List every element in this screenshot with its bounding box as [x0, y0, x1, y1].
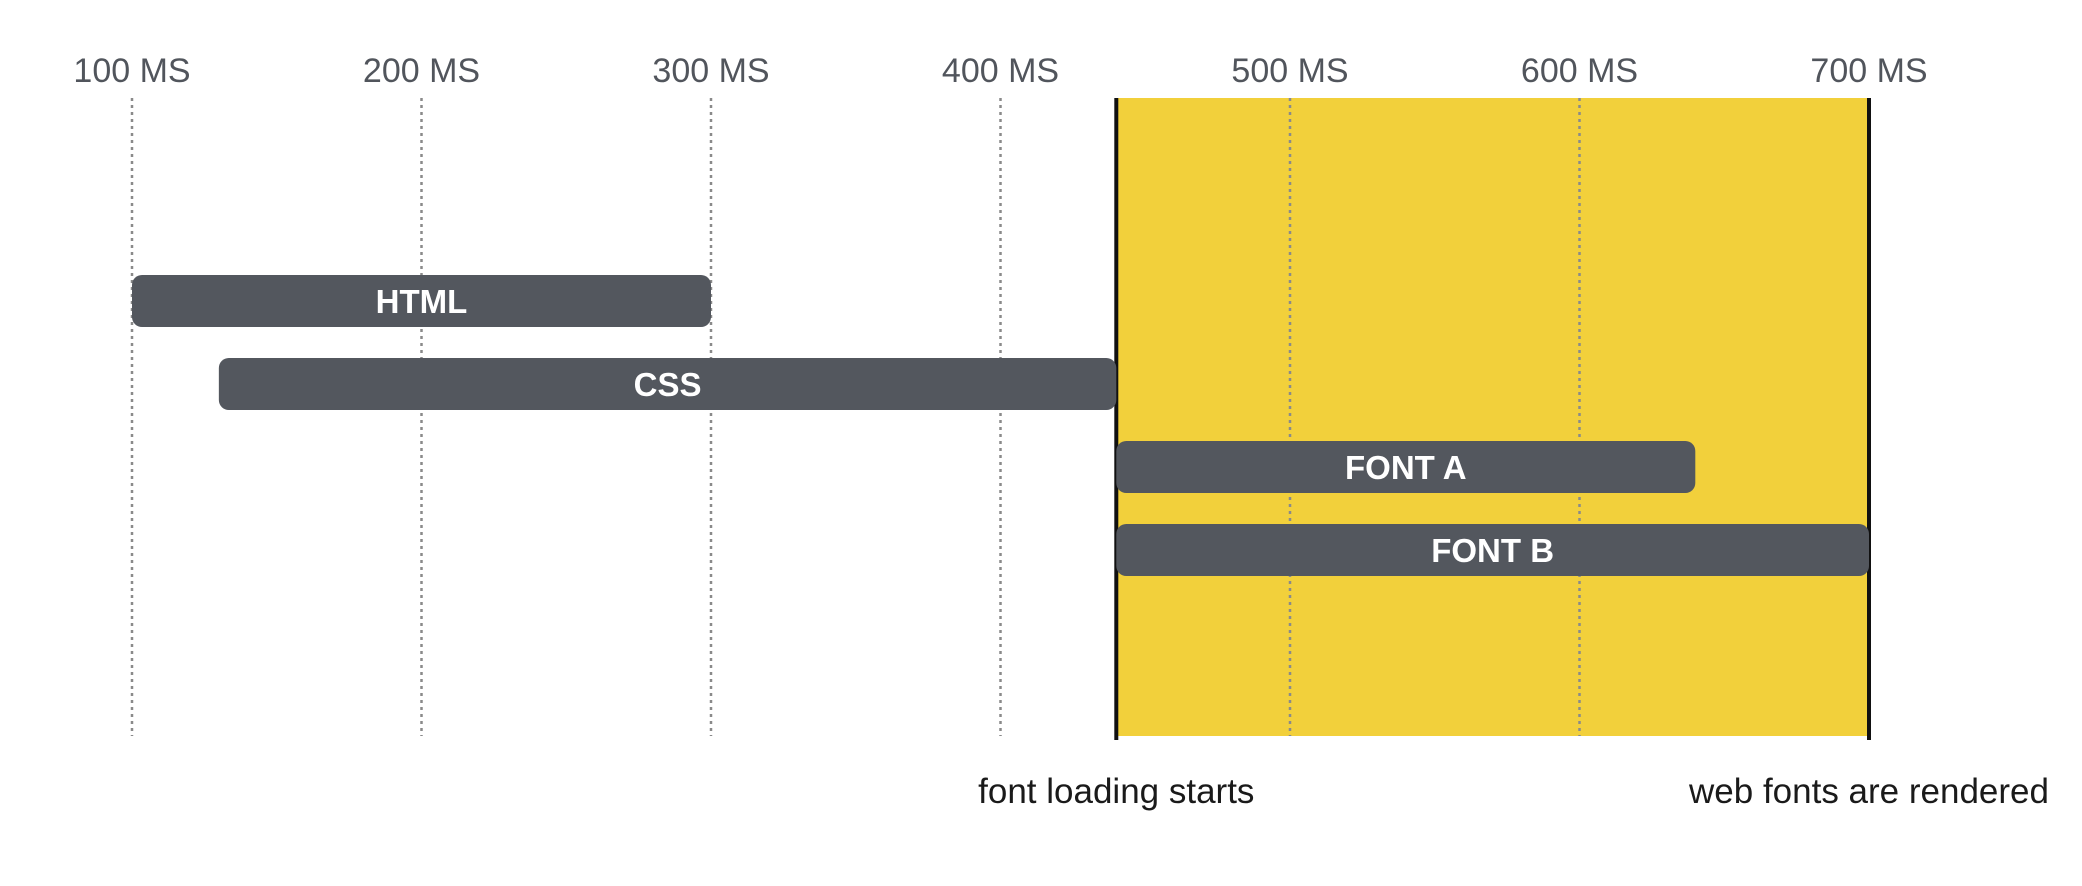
marker-label-font-loading-starts: font loading starts [978, 772, 1254, 811]
tick-label-600ms: 600 MS [1521, 52, 1638, 90]
bar-label-font-b: FONT B [1431, 532, 1554, 569]
tick-label-700ms: 700 MS [1810, 52, 1927, 90]
event-marker-labels: font loading starts web fonts are rendere… [978, 772, 2049, 811]
bar-css [218, 358, 1117, 410]
bar-label-font-a: FONT A [1345, 449, 1467, 486]
bar-label-css: CSS [634, 366, 702, 403]
bar-label-html: HTML [376, 283, 468, 320]
gridlines [130, 98, 1581, 736]
bar-html [132, 275, 711, 327]
timeline-bars: HTML CSS FONT A FONT B [132, 275, 1869, 576]
x-axis-tick-labels: 100 MS 200 MS 300 MS 400 MS 500 MS 600 MS 700 … [73, 52, 1927, 90]
marker-label-web-fonts-rendered: web fonts are rendered [1688, 772, 2049, 811]
tick-label-200ms: 200 MS [363, 52, 480, 90]
tick-label-300ms: 300 MS [652, 52, 769, 90]
tick-label-500ms: 500 MS [1231, 52, 1348, 90]
font-loading-highlight-band [1116, 98, 1869, 736]
bar-font-a [1116, 441, 1696, 493]
bar-font-b [1116, 524, 1869, 576]
tick-label-400ms: 400 MS [942, 52, 1059, 90]
event-markers [1114, 98, 1871, 740]
font-loading-highlight-layer [1116, 98, 1869, 736]
tick-label-100ms: 100 MS [73, 52, 190, 90]
